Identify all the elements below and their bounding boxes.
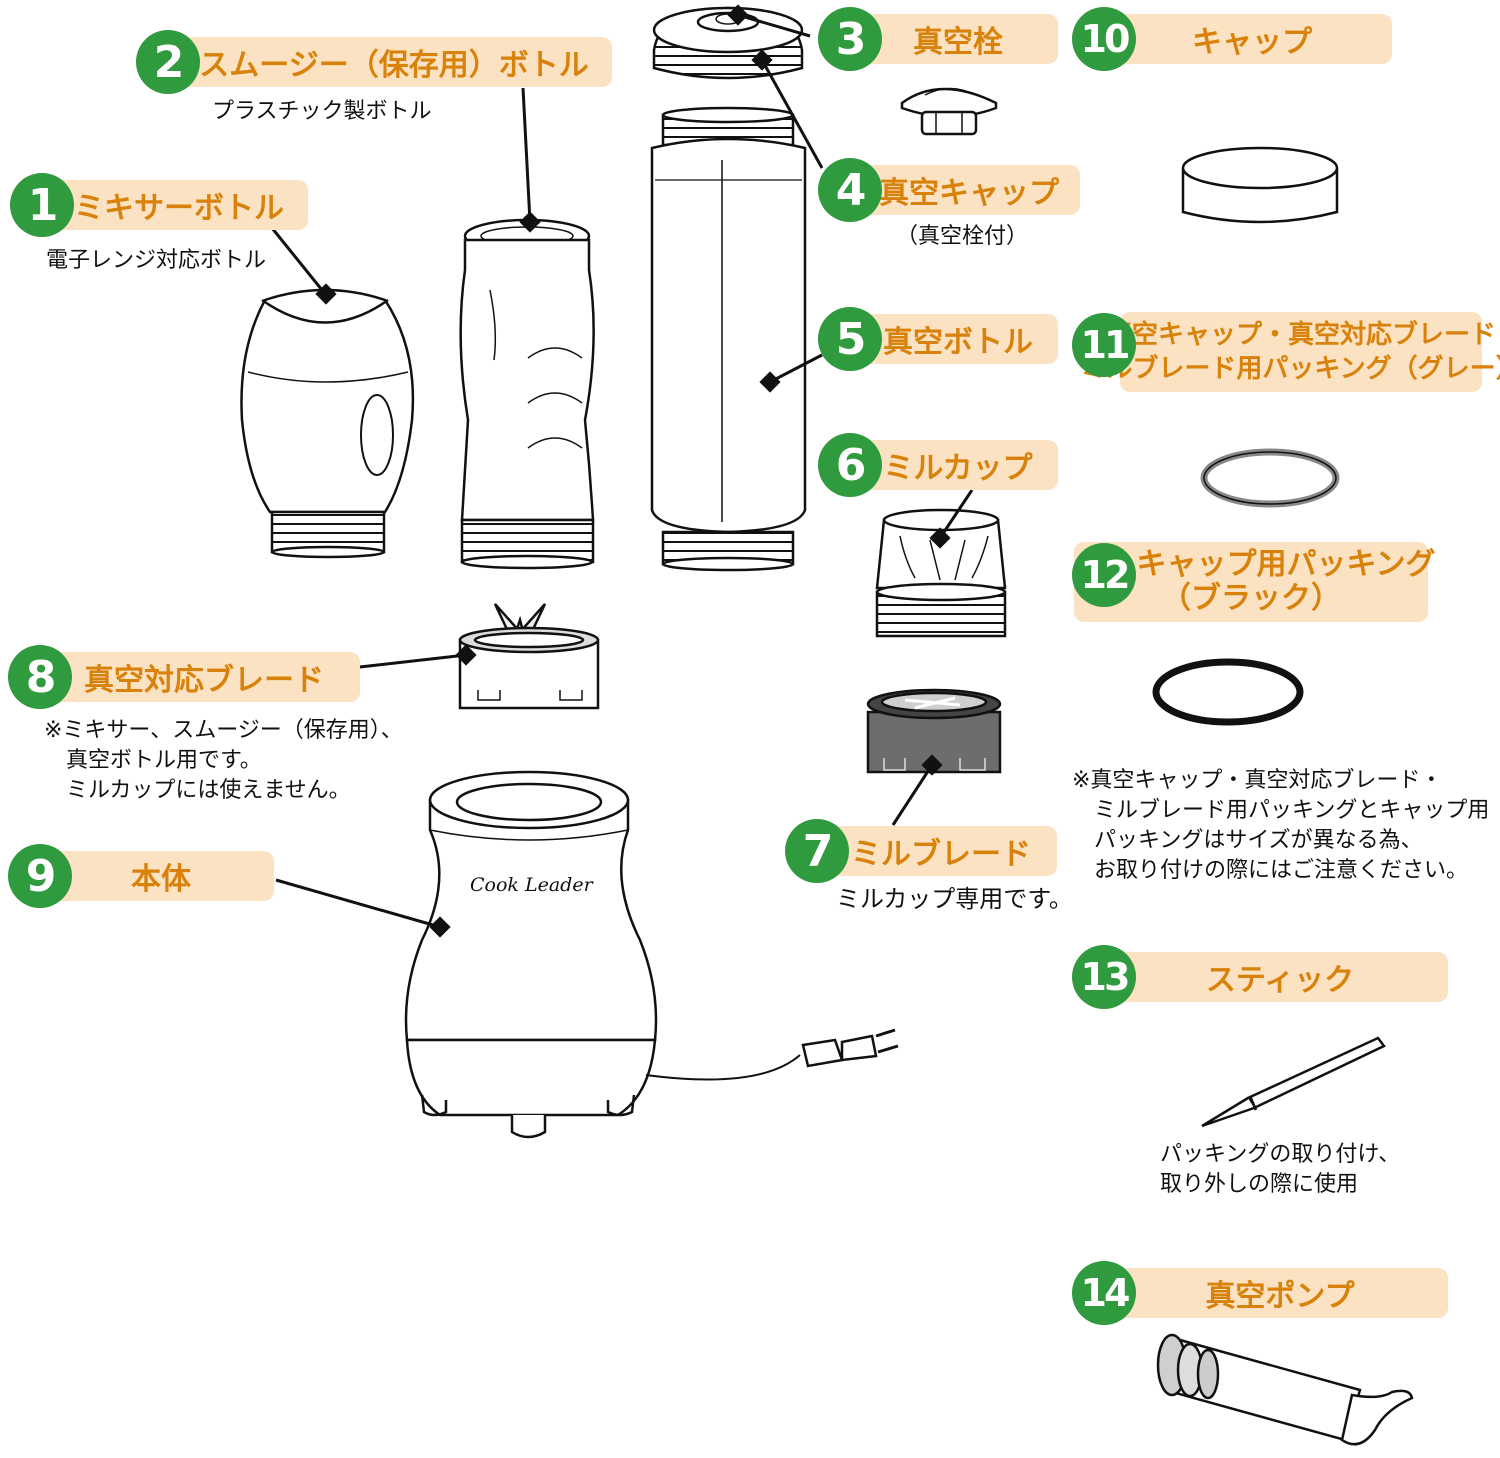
part-number-badge: 4 bbox=[818, 158, 882, 222]
part-number-badge: 5 bbox=[818, 307, 882, 371]
part-8-note: ※ミキサー、スムージー（保存用）、 真空ボトル用です。 ミルカップには使えません… bbox=[44, 718, 403, 803]
mixer-bottle-drawing bbox=[240, 288, 415, 559]
grey-packing-outline bbox=[1203, 451, 1337, 505]
part-name: 真空栓 bbox=[858, 14, 1058, 64]
label-part-1: 1 ミキサーボトル bbox=[10, 173, 308, 237]
part-1-note: 電子レンジ対応ボトル bbox=[46, 248, 267, 273]
part-name: キャップ bbox=[1112, 14, 1392, 64]
vacuum-bottle-drawing bbox=[650, 6, 807, 572]
label-part-11: 11 真空キャップ・真空対応ブレード ミルブレード用パッキング（グレー） bbox=[1072, 312, 1500, 392]
vacuum-pump-drawing bbox=[1156, 1333, 1414, 1446]
cap-drawing bbox=[1181, 146, 1339, 224]
part-name-line-2: （ブラック） bbox=[1161, 581, 1341, 616]
brand-logo: Cook Leader bbox=[470, 874, 595, 896]
part-7-note: ミルカップ専用です。 bbox=[836, 885, 1073, 913]
part-number-badge: 3 bbox=[818, 7, 882, 71]
label-part-8: 8 真空対応ブレード bbox=[8, 645, 360, 709]
label-part-12: 12 キャップ用パッキング （ブラック） bbox=[1072, 542, 1436, 622]
part-number-badge: 10 bbox=[1072, 7, 1136, 71]
part-name: 本体 bbox=[48, 851, 274, 901]
label-part-6: 6 ミルカップ bbox=[818, 433, 1058, 497]
part-number-badge: 2 bbox=[136, 30, 200, 94]
part-name: ミルブレード bbox=[825, 826, 1057, 876]
part-name: 真空対応ブレード bbox=[48, 652, 360, 702]
label-part-7: 7 ミルブレード bbox=[785, 819, 1057, 883]
part-number-badge: 11 bbox=[1072, 313, 1136, 377]
leader-lines bbox=[270, 4, 974, 938]
mill-cup-drawing bbox=[875, 508, 1007, 638]
part-name: スムージー（保存用）ボトル bbox=[176, 37, 612, 87]
part-number-badge: 12 bbox=[1072, 543, 1136, 607]
part-name: ミキサーボトル bbox=[50, 180, 308, 230]
black-packing-drawing bbox=[1152, 658, 1304, 726]
main-body-drawing: Cook Leader bbox=[404, 770, 899, 1139]
vacuum-valve-drawing bbox=[900, 87, 998, 136]
part-number-badge: 6 bbox=[818, 433, 882, 497]
part-name-line-2: ミルブレード用パッキング（グレー） bbox=[1080, 354, 1500, 384]
part-name-line-1: キャップ用パッキング bbox=[1136, 547, 1436, 582]
label-part-4: 4 真空キャップ bbox=[818, 158, 1080, 222]
part-name: 真空ボトル bbox=[858, 314, 1058, 364]
label-part-3: 3 真空栓 bbox=[818, 7, 1058, 71]
label-part-9: 9 本体 bbox=[8, 844, 274, 908]
part-number-badge: 13 bbox=[1072, 945, 1136, 1009]
part-number-badge: 14 bbox=[1072, 1261, 1136, 1325]
label-part-10: 10 キャップ bbox=[1072, 7, 1392, 71]
vacuum-blade-drawing bbox=[458, 603, 600, 710]
part-name: 真空ポンプ bbox=[1112, 1268, 1448, 1318]
part-name-line-1: 真空キャップ・真空対応ブレード bbox=[1106, 320, 1497, 350]
part-name: 真空キャップ・真空対応ブレード ミルブレード用パッキング（グレー） bbox=[1080, 312, 1500, 392]
smoothie-bottle-drawing bbox=[459, 218, 595, 570]
label-part-2: 2 スムージー（保存用）ボトル bbox=[136, 30, 612, 94]
label-part-14: 14 真空ポンプ bbox=[1072, 1261, 1448, 1325]
part-4-note: （真空栓付） bbox=[896, 224, 1029, 249]
part-13-note: パッキングの取り付け、 取り外しの際に使用 bbox=[1160, 1142, 1401, 1197]
part-2-note: プラスチック製ボトル bbox=[212, 99, 432, 124]
label-part-13: 13 スティック bbox=[1072, 945, 1448, 1009]
part-12-note: ※真空キャップ・真空対応ブレード・ ミルブレード用パッキングとキャップ用 パッキ… bbox=[1072, 768, 1490, 883]
part-number-badge: 7 bbox=[785, 819, 849, 883]
part-number-badge: 1 bbox=[10, 173, 74, 237]
part-name: 真空キャップ bbox=[858, 165, 1080, 215]
part-number-badge: 8 bbox=[8, 645, 72, 709]
part-number-badge: 9 bbox=[8, 844, 72, 908]
stick-drawing bbox=[1201, 1036, 1386, 1128]
part-name: スティック bbox=[1112, 952, 1448, 1002]
label-part-5: 5 真空ボトル bbox=[818, 307, 1058, 371]
part-name: ミルカップ bbox=[858, 440, 1058, 490]
